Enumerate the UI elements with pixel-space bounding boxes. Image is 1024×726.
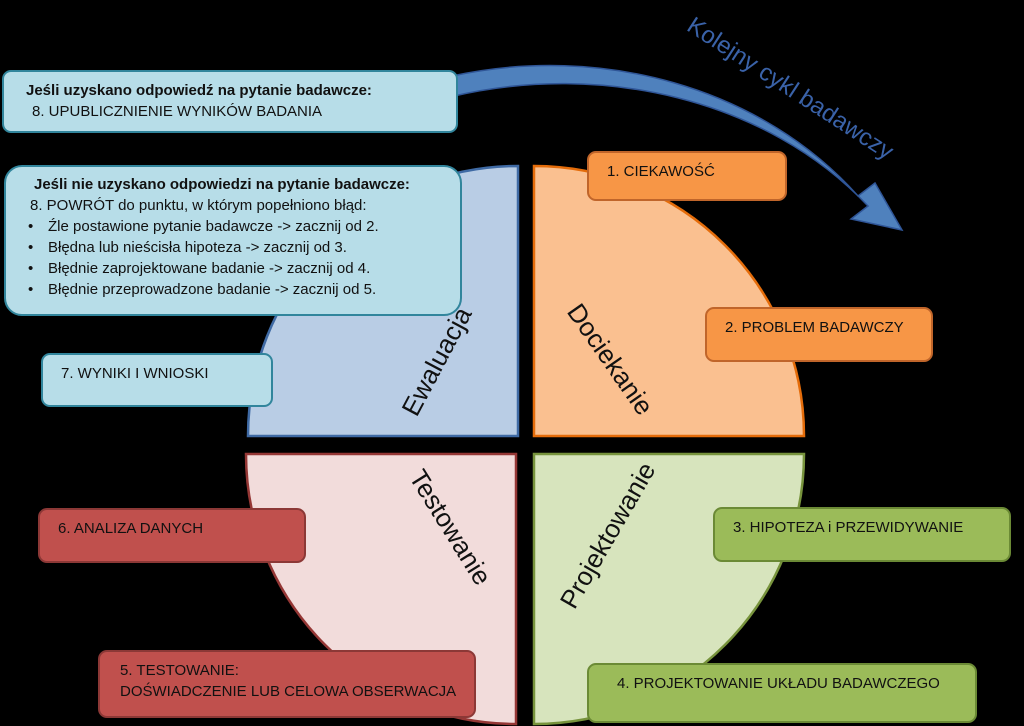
step-2-label: 2. PROBLEM BADAWCZY <box>725 319 904 336</box>
step-5-box: 5. TESTOWANIE: DOŚWIADCZENIE LUB CELOWA … <box>98 650 476 718</box>
step-2-box: 2. PROBLEM BADAWCZY <box>705 307 933 362</box>
error-list-item: Błędna lub nieścisła hipoteza -> zacznij… <box>24 237 450 258</box>
answer-found-heading: Jeśli uzyskano odpowiedź na pytanie bada… <box>26 82 372 99</box>
step-7-label: 7. WYNIKI I WNIOSKI <box>61 365 209 382</box>
answer-found-box: Jeśli uzyskano odpowiedź na pytanie bada… <box>2 70 458 133</box>
step-3-box: 3. HIPOTEZA i PRZEWIDYWANIE <box>713 507 1011 562</box>
step-6-box: 6. ANALIZA DANYCH <box>38 508 306 563</box>
step-1-box: 1. CIEKAWOŚĆ <box>587 151 787 201</box>
error-list-item: Błędnie zaprojektowane badanie -> zaczni… <box>24 258 450 279</box>
error-list-item: Źle postawione pytanie badawcze -> zaczn… <box>24 216 450 237</box>
no-answer-box: Jeśli nie uzyskano odpowiedzi na pytanie… <box>4 165 462 316</box>
step-4-box: 4. PROJEKTOWANIE UKŁADU BADAWCZEGO <box>587 663 977 723</box>
no-answer-step8: 8. POWRÓT do punktu, w którym popełniono… <box>30 197 367 214</box>
error-list: Źle postawione pytanie badawcze -> zaczn… <box>24 216 450 300</box>
no-answer-heading: Jeśli nie uzyskano odpowiedzi na pytanie… <box>34 176 410 193</box>
step-7-box: 7. WYNIKI I WNIOSKI <box>41 353 273 407</box>
answer-found-step8: 8. UPUBLICZNIENIE WYNIKÓW BADANIA <box>32 103 323 120</box>
step-3-label: 3. HIPOTEZA i PRZEWIDYWANIE <box>733 519 964 536</box>
quadrant-inquiry <box>532 164 806 438</box>
step-4-label: 4. PROJEKTOWANIE UKŁADU BADAWCZEGO <box>617 675 940 692</box>
step-5-label: 5. TESTOWANIE: <box>120 662 239 679</box>
error-list-item: Błędnie przeprowadzone badanie -> zaczni… <box>24 279 450 300</box>
step-5-sublabel: DOŚWIADCZENIE LUB CELOWA OBSERWACJA <box>120 683 457 700</box>
step-1-label: 1. CIEKAWOŚĆ <box>607 163 715 180</box>
cycle-arrow <box>451 64 904 232</box>
step-6-label: 6. ANALIZA DANYCH <box>58 520 204 537</box>
